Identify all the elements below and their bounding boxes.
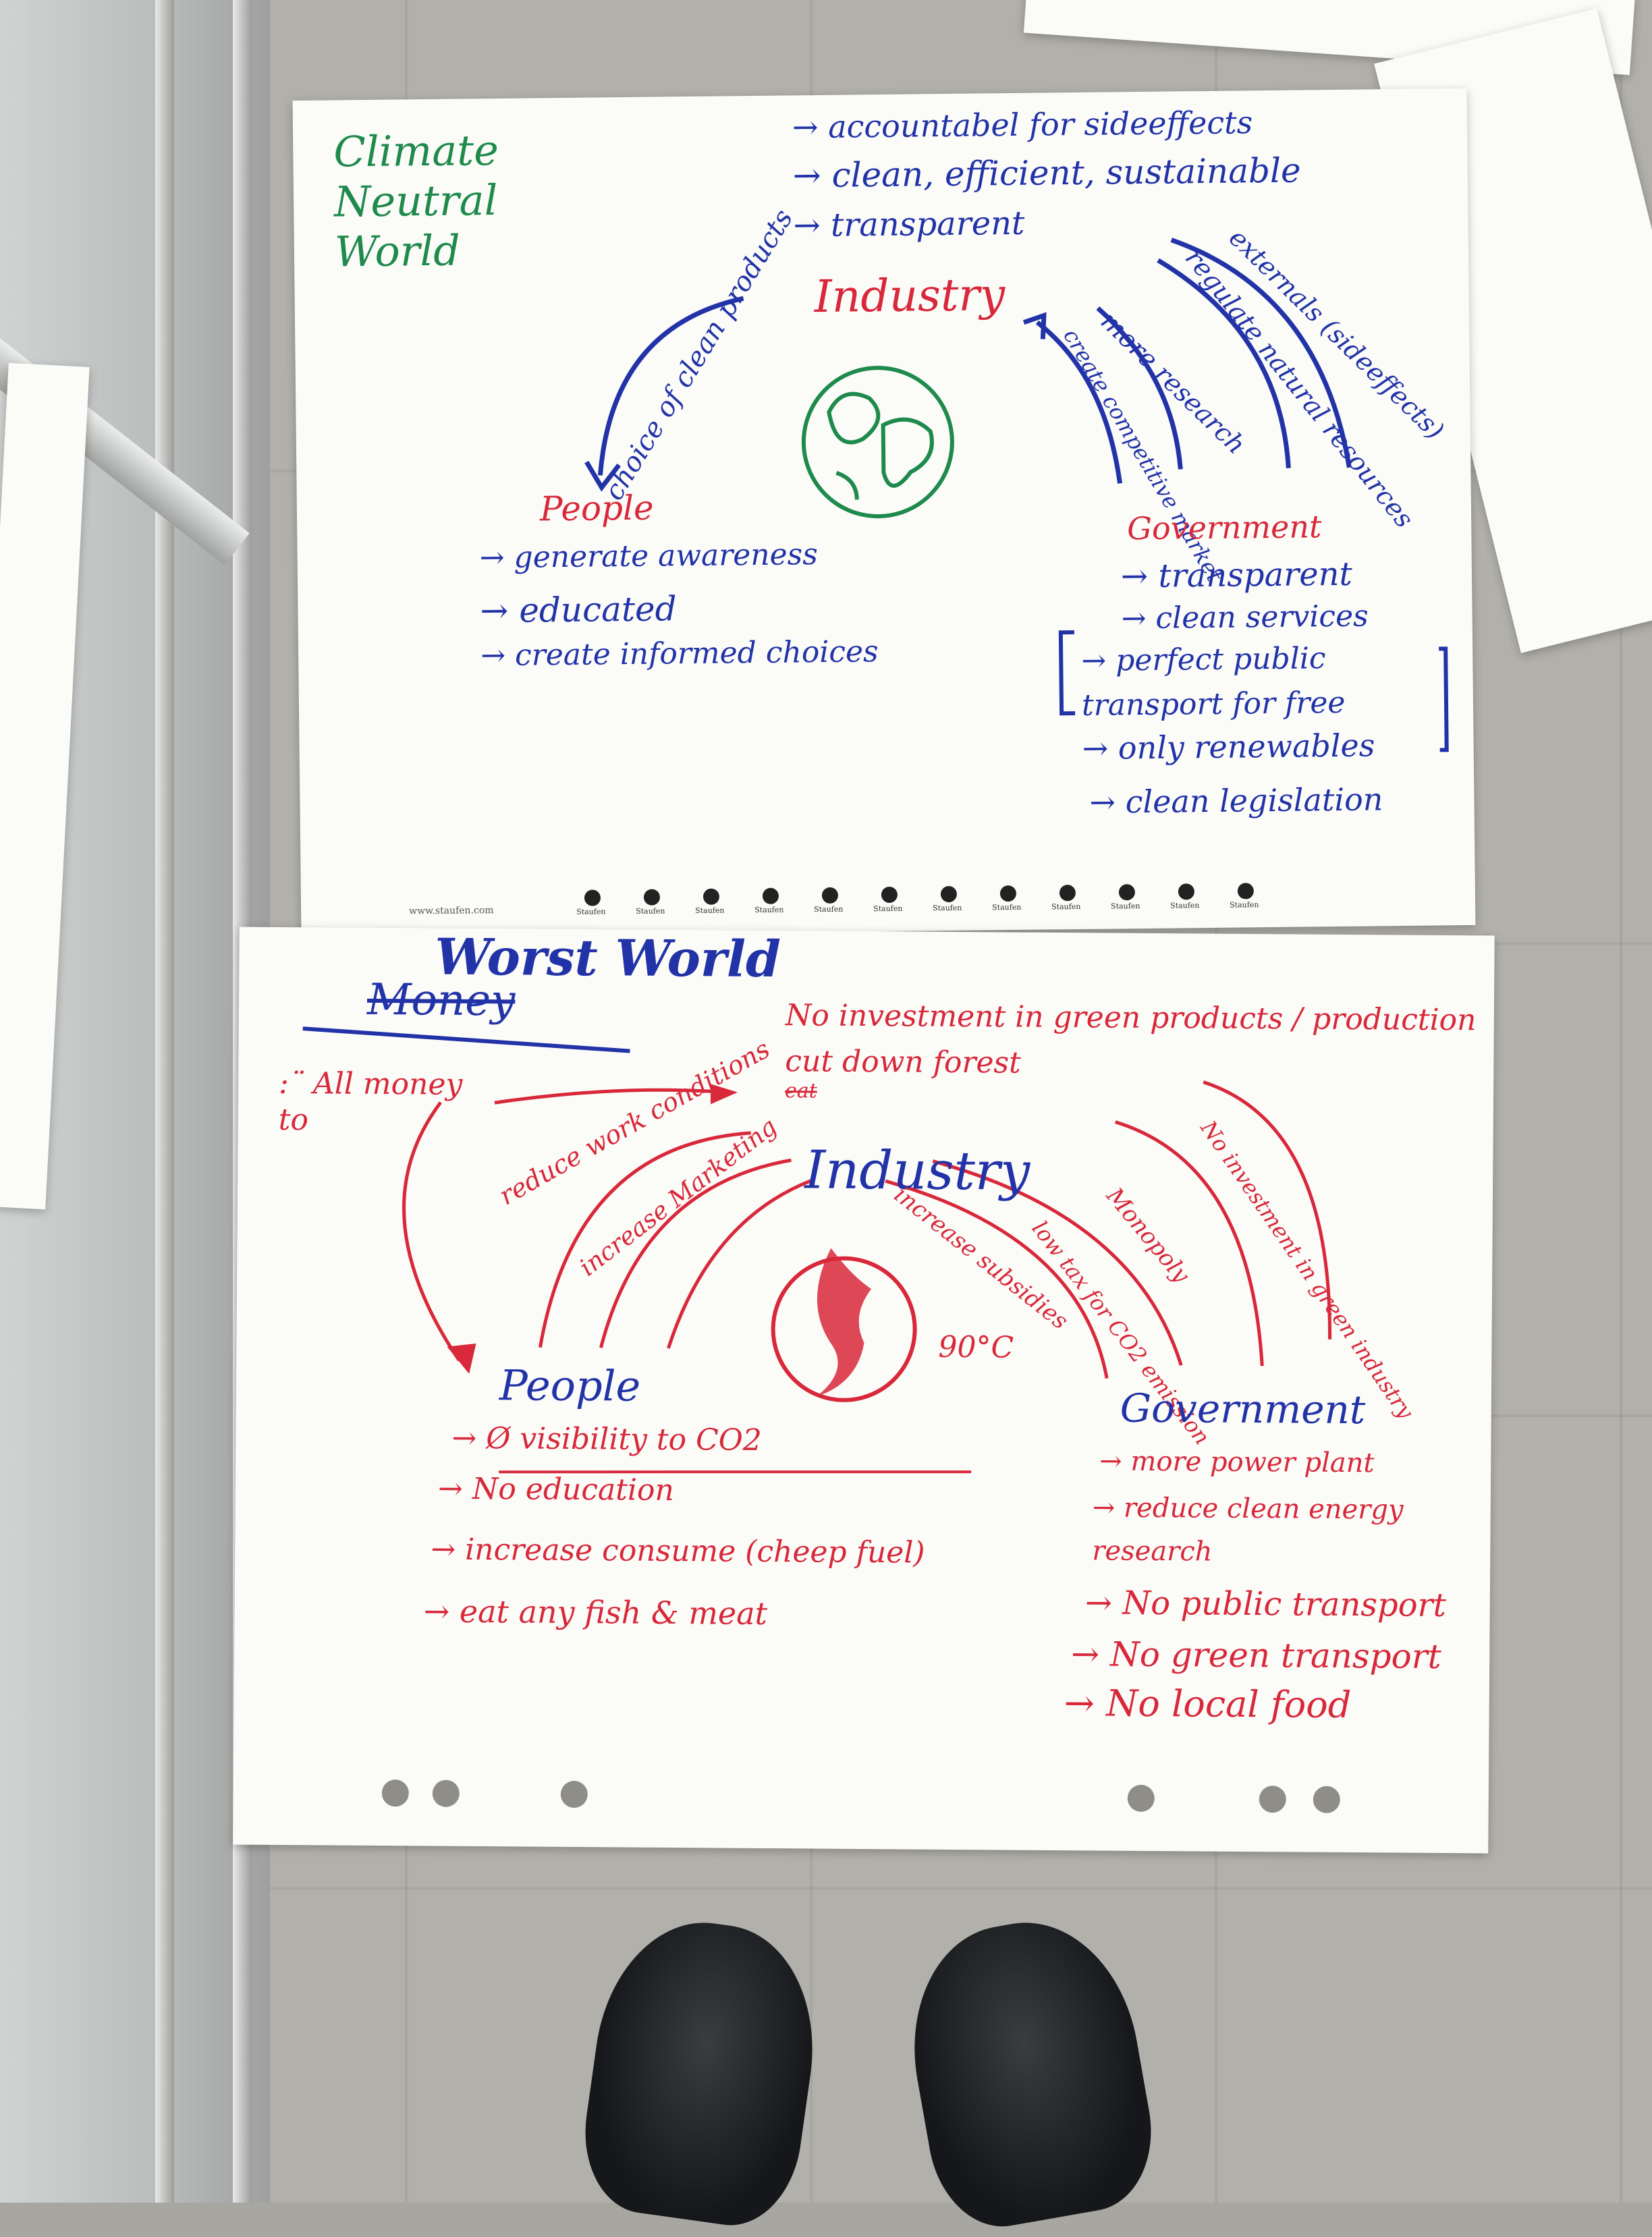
top-gov-point-1: → transparent bbox=[1120, 555, 1353, 596]
staufen-logo: Staufen bbox=[695, 885, 726, 915]
poster-worst-world: Worst World Money No investment in green… bbox=[233, 927, 1495, 1854]
staufen-logo-text: Staufen bbox=[636, 906, 665, 916]
staufen-logo: Staufen bbox=[873, 884, 904, 914]
staufen-logo-text: Staufen bbox=[754, 905, 784, 915]
staufen-logo-text: Staufen bbox=[933, 903, 962, 913]
staufen-logo-text: Staufen bbox=[1051, 902, 1081, 912]
bottom-people-label: People bbox=[499, 1360, 641, 1411]
bottom-temperature: 90°C bbox=[938, 1329, 1014, 1365]
punch-hole bbox=[381, 1779, 409, 1807]
bottom-industry-point-1: No investment in green products / produc… bbox=[785, 998, 1477, 1038]
staufen-logo: Staufen bbox=[1230, 880, 1261, 910]
bottom-people-point-2: → No education bbox=[437, 1471, 674, 1508]
punch-hole bbox=[1259, 1786, 1286, 1813]
top-people-point-1: → generate awareness bbox=[479, 537, 819, 576]
top-industry-point-2: → clean, efficient, sustainable bbox=[792, 150, 1301, 196]
staufen-logo-text: Staufen bbox=[576, 907, 606, 916]
top-gov-point-4: → only renewables bbox=[1082, 727, 1375, 767]
top-people-label: People bbox=[539, 488, 654, 529]
top-industry-point-3: → transparent bbox=[793, 204, 1025, 245]
footer-url: www.staufen.com bbox=[409, 905, 494, 917]
staufen-logo-text: Staufen bbox=[695, 906, 725, 915]
top-government-label: Government bbox=[1126, 508, 1322, 547]
poster-top-title: Climate Neutral World bbox=[333, 125, 499, 277]
staufen-logo: Staufen bbox=[814, 885, 845, 914]
top-gov-point-5: → clean legislation bbox=[1089, 781, 1383, 821]
top-people-point-3: → create informed choices bbox=[480, 634, 879, 673]
bottom-gov-point-5: → No local food bbox=[1064, 1682, 1352, 1727]
staufen-logo: Staufen bbox=[1051, 882, 1082, 912]
staufen-logo-text: Staufen bbox=[992, 902, 1022, 912]
top-industry-label: Industry bbox=[814, 269, 1006, 323]
bottom-title-struckout: Money bbox=[366, 974, 516, 1026]
staufen-logo-text: Staufen bbox=[1170, 901, 1200, 910]
punch-hole bbox=[1127, 1784, 1155, 1813]
bottom-industry-point-2: cut down forest bbox=[785, 1044, 1021, 1080]
staufen-logo: Staufen bbox=[992, 883, 1023, 912]
staufen-logo-text: Staufen bbox=[814, 904, 844, 914]
top-gov-point-2: → clean services bbox=[1121, 599, 1369, 636]
staufen-logo: Staufen bbox=[1111, 881, 1142, 911]
poster-top-drawings bbox=[584, 238, 1449, 752]
bottom-side-note: :¨ All money to bbox=[278, 1066, 463, 1138]
punch-hole bbox=[432, 1779, 460, 1807]
bottom-gov-point-1: → more power plant bbox=[1099, 1445, 1375, 1479]
bottom-people-point-1: → Ø visibility to CO2 bbox=[451, 1420, 762, 1458]
staufen-logo: Staufen bbox=[754, 885, 786, 915]
bottom-industry-point-3: eat bbox=[784, 1079, 817, 1103]
staufen-logo: Staufen bbox=[1170, 881, 1201, 910]
staufen-logo: Staufen bbox=[636, 886, 667, 916]
poster-climate-neutral: Climate Neutral World → accountabel for … bbox=[292, 88, 1476, 938]
bottom-gov-point-4: → No green transport bbox=[1071, 1634, 1441, 1676]
top-people-point-2: → educated bbox=[480, 589, 677, 631]
staufen-logo-text: Staufen bbox=[1111, 902, 1140, 911]
punch-hole bbox=[560, 1780, 588, 1808]
staufen-logo-text: Staufen bbox=[1230, 900, 1259, 910]
bottom-gov-point-3: → No public transport bbox=[1084, 1584, 1447, 1625]
top-gov-point-3: → perfect public transport for free bbox=[1081, 641, 1346, 723]
staufen-logo: Staufen bbox=[933, 883, 964, 913]
partition-frame-left bbox=[155, 0, 174, 2203]
bottom-government-label: Government bbox=[1120, 1385, 1366, 1433]
bottom-people-point-3: → increase consume (cheep fuel) bbox=[431, 1532, 925, 1570]
staufen-logo: Staufen bbox=[576, 887, 607, 916]
top-industry-point-1: → accountabel for sideeffects bbox=[792, 104, 1253, 146]
poster-bottom-drawings bbox=[302, 1026, 1332, 1474]
punch-hole bbox=[1313, 1786, 1340, 1813]
bottom-gov-point-2: → reduce clean energy research bbox=[1092, 1492, 1404, 1568]
staufen-logo-text: Staufen bbox=[873, 904, 903, 914]
bottom-people-point-4: → eat any fish & meat bbox=[423, 1593, 768, 1632]
